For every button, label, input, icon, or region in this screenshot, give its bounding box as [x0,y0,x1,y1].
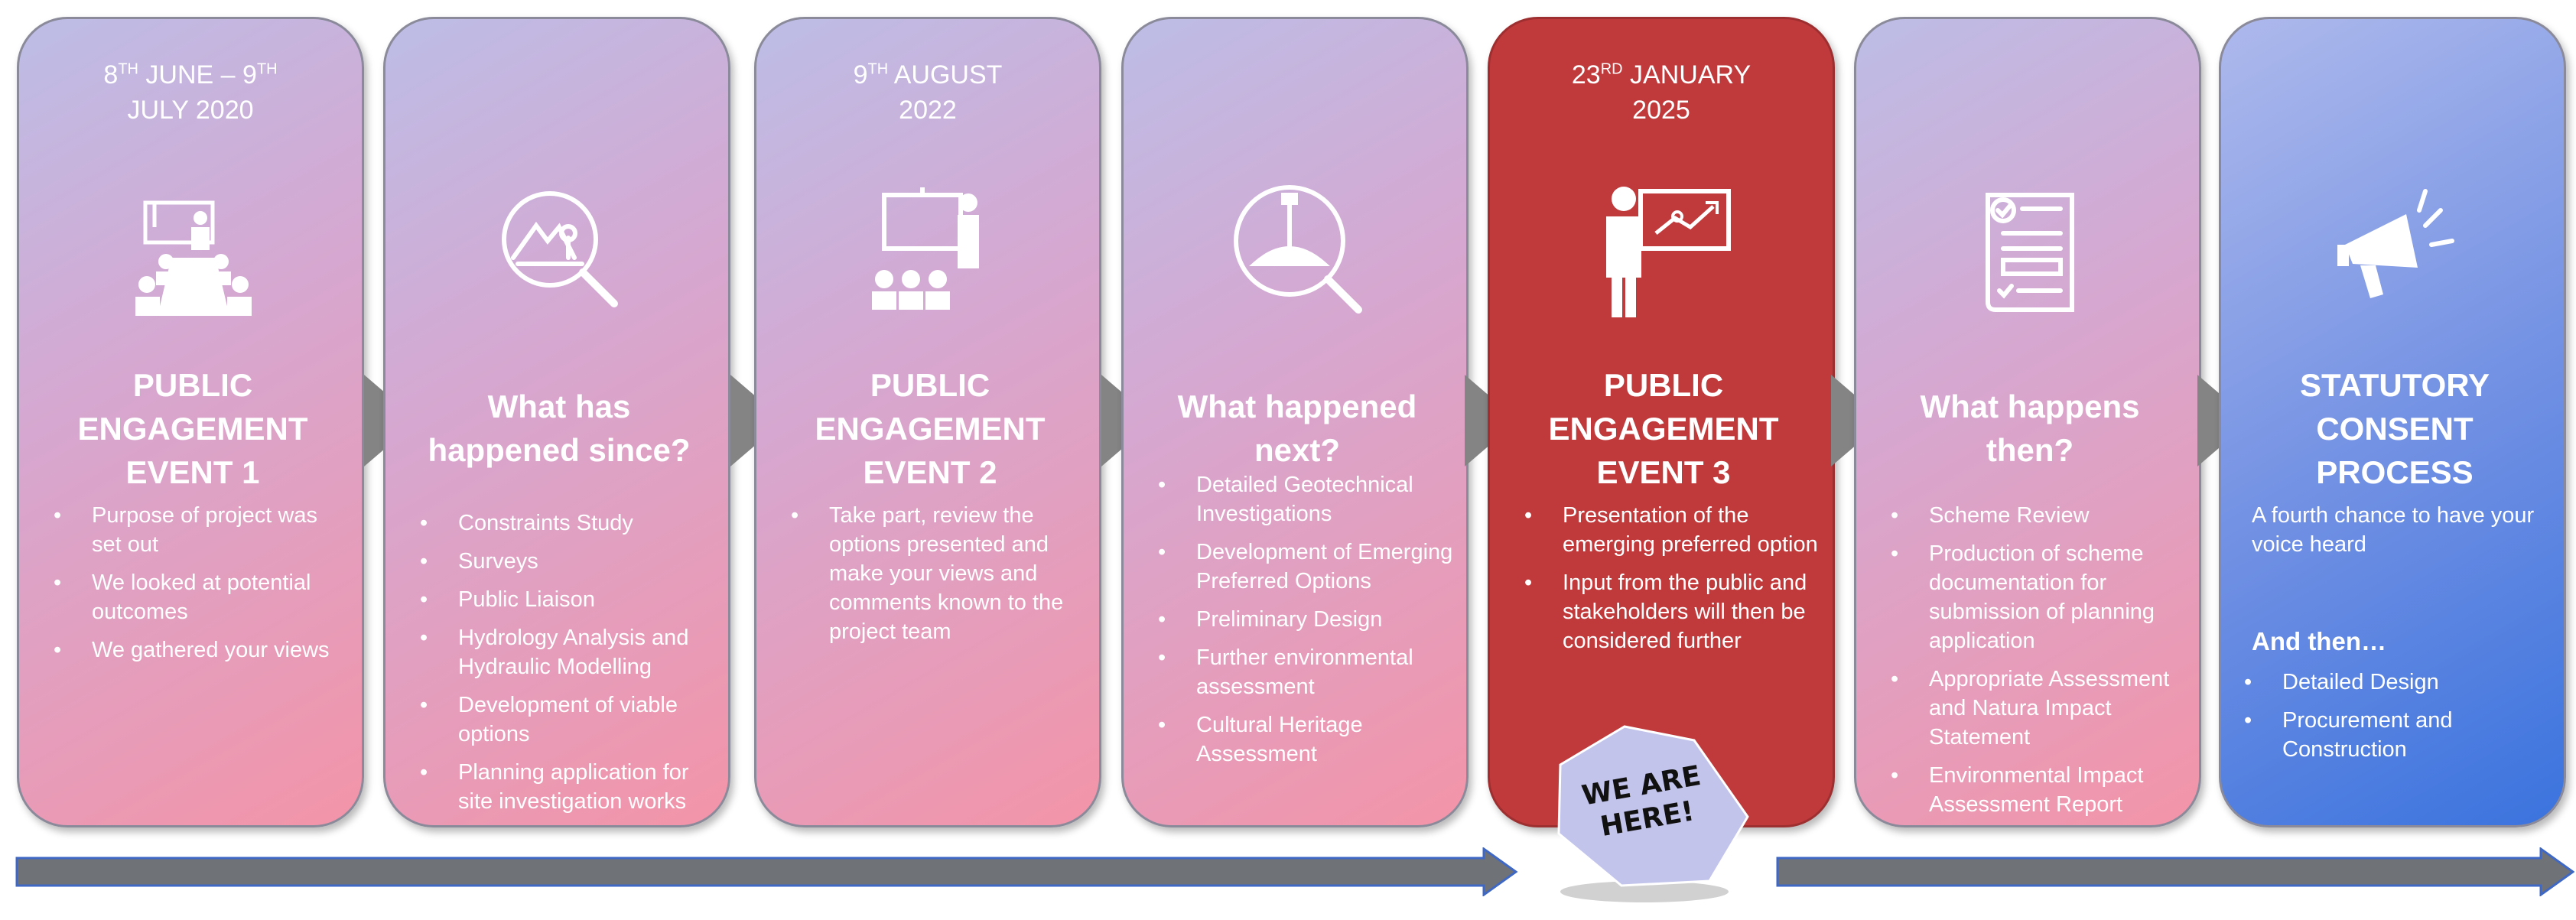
list-item: We gathered your views [54,636,352,665]
list-item: Development of Emerging Preferred Option… [1158,538,1456,596]
list-item: Scheme Review [1891,501,2189,530]
stage-bullet-list: Scheme Review Production of scheme docum… [1891,501,2189,825]
strategy-presentation-icon [1606,187,1731,317]
timeline-arrow-right [1776,847,2574,896]
list-item: Hydrology Analysis and Hydraulic Modelli… [420,623,718,681]
list-item: Input from the public and stakeholders w… [1524,568,1823,655]
stage-bullet-list: Purpose of project was set out We looked… [54,501,352,674]
badge-shape [1557,725,1749,902]
stage-bullet-list: Take part, review the options presented … [791,501,1089,655]
megaphone-icon [2337,189,2454,298]
stage-bullet-list: Constraints Study Surveys Public Liaison… [420,509,718,825]
stage-bullet-list: Detailed Design Procurement and Construc… [2244,668,2542,773]
list-item: Surveys [420,547,718,576]
list-item: We looked at potential outcomes [54,568,352,626]
list-item: Preliminary Design [1158,605,1456,634]
stage-date: 23RD JANUARY 2025 [1571,60,1751,125]
list-item: Appropriate Assessment and Natura Impact… [1891,665,2189,752]
stage-subheading: And then… [2252,627,2386,655]
list-item: Environmental Impact Assessment Report [1891,761,2189,819]
we-are-here-badge: WE ARE HERE! [1537,719,1751,902]
list-item: Production of scheme documentation for s… [1891,539,2189,655]
list-item: Development of viable options [420,691,718,749]
stage-bullet-list: Presentation of the emerging preferred o… [1524,501,1823,665]
stage-intro-text: A fourth chance to have your voice heard [2252,503,2535,557]
list-item: Detailed Geotechnical Investigations [1158,470,1456,528]
landscape-search-icon [502,191,618,307]
stage-bullet-list: Detailed Geotechnical Investigations Dev… [1158,470,1456,778]
stage-date: 8TH JUNE – 9TH JULY 2020 [103,60,278,125]
list-item: Presentation of the emerging preferred o… [1524,501,1823,559]
checklist-document-icon [1986,193,2074,312]
list-item: Constraints Study [420,509,718,538]
audience-presentation-icon [872,187,979,310]
stage-date: 9TH AUGUST 2022 [853,60,1003,125]
list-item: Procurement and Construction [2244,706,2542,764]
list-item: Take part, review the options presented … [791,501,1089,646]
list-item: Public Liaison [420,585,718,614]
list-item: Detailed Design [2244,668,2542,697]
meeting-presentation-icon [135,200,252,316]
list-item: Planning application for site investigat… [420,758,718,816]
ground-investigation-icon [1234,185,1362,314]
list-item: Cultural Heritage Assessment [1158,710,1456,769]
list-item: Further environmental assessment [1158,643,1456,701]
list-item: Purpose of project was set out [54,501,352,559]
timeline-arrow-left [15,847,1518,896]
